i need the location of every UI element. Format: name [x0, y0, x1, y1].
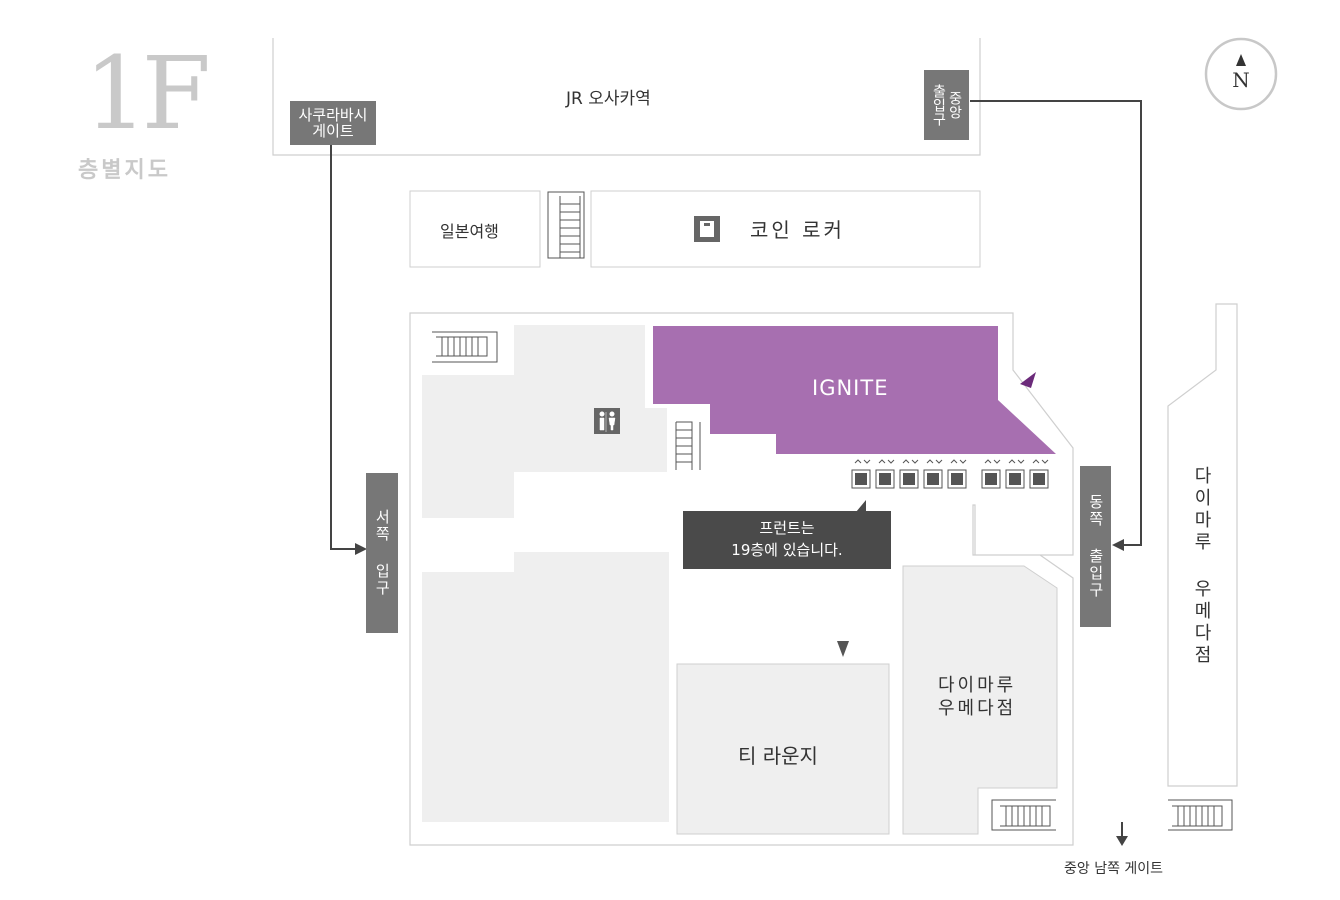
daimaru-outer-label: 다이마루 우메다점 — [1191, 466, 1212, 667]
coin-locker-box — [590, 190, 981, 268]
ignite-label: IGNITE — [812, 376, 889, 400]
sakurabashi-gate-label: 사쿠라바시 게이트 — [298, 105, 368, 140]
west-arrow-icon — [355, 543, 367, 555]
floor-subtitle: 층별지도 — [78, 158, 171, 183]
route-paths — [330, 100, 1142, 838]
front-desk-note: 프런트는 19층에 있습니다. — [683, 511, 891, 569]
front-desk-note-text: 프런트는 19층에 있습니다. — [731, 519, 843, 559]
tea-lounge-label: 티 라운지 — [738, 744, 818, 768]
east-arrow-icon — [1112, 539, 1124, 551]
central-entrance-tag: 중앙 출입구 — [924, 70, 969, 140]
tea-lounge-entrance-icon — [837, 641, 849, 657]
coin-locker-label: 코인 로커 — [750, 218, 845, 242]
east-entrance-label: 동쪽 출입구 — [1086, 494, 1105, 599]
daimaru-outer-building — [1167, 303, 1238, 787]
shop-top-left — [422, 325, 667, 518]
compass-icon — [1204, 37, 1278, 111]
shop-bottom-left — [422, 552, 669, 822]
stairs-far-right — [1168, 799, 1233, 831]
compass-letter: N — [1232, 68, 1250, 92]
stairs-bottom-right — [991, 799, 1056, 831]
west-entrance-tag: 서쪽 입구 — [366, 473, 398, 633]
locker-icon — [694, 216, 720, 242]
daimaru-inner-label: 다이마루 우메다점 — [938, 675, 1017, 720]
travel-agency-label: 일본여행 — [440, 222, 499, 241]
stairs-middle — [675, 421, 701, 470]
south-arrow-icon — [1116, 836, 1128, 846]
ignite-area — [653, 326, 1056, 454]
ignite-pointer-icon — [1020, 372, 1036, 388]
jr-station-outline — [272, 38, 981, 156]
front-note-pointer — [856, 500, 866, 512]
travel-agency-box — [409, 190, 541, 268]
tea-lounge-area — [676, 663, 890, 835]
sakurabashi-gate-tag: 사쿠라바시 게이트 — [290, 101, 376, 145]
south-central-gate-label: 중앙 남쪽 게이트 — [1064, 861, 1164, 877]
east-entrance-tag: 동쪽 출입구 — [1080, 466, 1111, 627]
central-entrance-label: 중앙 출입구 — [930, 84, 963, 126]
floor-number: 1F — [84, 35, 211, 152]
stairs-top — [547, 191, 585, 259]
daimaru-inner-area — [902, 565, 1058, 835]
station-label: JR 오사카역 — [566, 89, 651, 109]
stairs-top-left — [432, 331, 498, 363]
restroom-icon — [594, 408, 620, 434]
elevator-icons — [851, 459, 1049, 489]
west-entrance-label: 서쪽 입구 — [373, 509, 392, 597]
